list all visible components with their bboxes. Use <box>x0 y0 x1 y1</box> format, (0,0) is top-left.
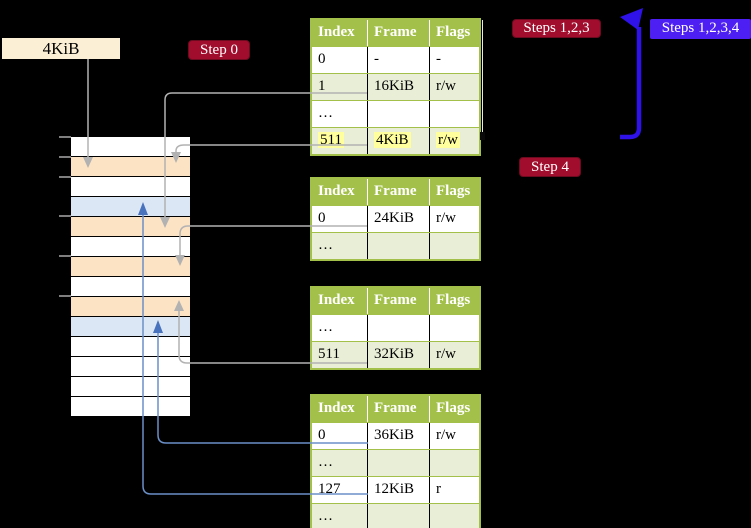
memory-row-mapped <box>71 297 190 317</box>
header-cell: Frame <box>367 20 429 46</box>
table-row: 0 -- <box>312 46 479 73</box>
table-cell <box>367 233 429 259</box>
memory-tick <box>59 136 71 138</box>
header-cell: Frame <box>367 396 429 422</box>
table-cell <box>429 315 479 341</box>
table-cell: 36KiB <box>367 423 429 449</box>
table-row: … <box>312 232 479 259</box>
table-cell: 127 <box>318 481 341 497</box>
table-cell: r <box>429 477 479 503</box>
table-cell <box>367 101 429 127</box>
steps-1234-badge: Steps 1,2,3,4 <box>650 19 751 39</box>
table-cell: - <box>429 47 479 73</box>
memory-row-plain <box>71 337 190 357</box>
header-cell: Frame <box>367 288 429 314</box>
loop-arrow <box>620 27 642 140</box>
table-cell: 4KiB <box>367 128 429 154</box>
memory-tick <box>59 215 71 217</box>
table-cell <box>429 450 479 476</box>
header-cell: Frame <box>367 179 429 205</box>
table-cell: … <box>318 319 333 335</box>
highlighted-value: 4KiB <box>374 132 411 148</box>
steps-123-badge: Steps 1,2,3 <box>512 19 601 38</box>
table-cell <box>367 504 429 528</box>
memory-row-mapped <box>71 257 190 277</box>
table-cell: 511 <box>318 346 340 362</box>
memory-row-mapped <box>71 157 190 177</box>
table-cell: … <box>318 105 333 121</box>
memory-tick <box>59 295 71 297</box>
table-cell: 16KiB <box>367 74 429 100</box>
header-cell: Index <box>318 24 355 40</box>
table-cell: 0 <box>318 51 326 67</box>
table-row: … <box>312 100 479 127</box>
highlighted-value: r/w <box>436 132 460 148</box>
frame-size-label: 4KiB <box>2 38 120 59</box>
step4-badge: Step 4 <box>519 157 581 177</box>
table-cell: … <box>318 508 333 524</box>
header-cell: Flags <box>429 396 479 422</box>
memory-row-plain <box>71 277 190 297</box>
memory-row-plain <box>71 136 190 157</box>
memory-row-target <box>71 197 190 217</box>
table-cell <box>429 233 479 259</box>
table-row: … <box>312 449 479 476</box>
table-cell: r/w <box>429 423 479 449</box>
memory-row-plain <box>71 237 190 257</box>
table-row: … <box>312 503 479 528</box>
table-cell: - <box>367 47 429 73</box>
header-cell: Index <box>318 292 355 308</box>
memory-row-plain <box>71 397 190 417</box>
memory-tick <box>59 255 71 257</box>
header-cell: Index <box>318 183 355 199</box>
header-cell: Flags <box>429 179 479 205</box>
table-cell: 0 <box>318 427 326 443</box>
memory-stack <box>71 136 190 417</box>
table-cell: 0 <box>318 210 326 226</box>
table-cell: 32KiB <box>367 342 429 368</box>
table-cell: 511 <box>312 128 367 154</box>
header-cell: Flags <box>429 20 479 46</box>
highlighted-value: 511 <box>318 132 344 148</box>
step0-badge: Step 0 <box>188 40 250 60</box>
memory-row-target <box>71 317 190 337</box>
header-cell: Flags <box>429 288 479 314</box>
table-cell: r/w <box>429 128 479 154</box>
table-row: 511 4KiB r/w <box>312 127 479 154</box>
table-cell <box>429 101 479 127</box>
table-cell: 24KiB <box>367 206 429 232</box>
table-cell: r/w <box>429 206 479 232</box>
table-cell: … <box>318 454 333 470</box>
table-cell <box>367 315 429 341</box>
table-cell <box>367 450 429 476</box>
memory-row-plain <box>71 357 190 377</box>
table-cell: 12KiB <box>367 477 429 503</box>
table-cell: 1 <box>318 78 326 94</box>
table-cell <box>429 504 479 528</box>
header-cell: Index <box>318 400 355 416</box>
table-cell: r/w <box>429 342 479 368</box>
table-cell: r/w <box>429 74 479 100</box>
memory-row-plain <box>71 177 190 197</box>
table-cell: … <box>318 237 333 253</box>
loop-arrowhead-icon <box>620 8 643 30</box>
memory-row-plain <box>71 377 190 397</box>
table-row: … <box>312 314 479 341</box>
memory-tick <box>59 176 71 178</box>
memory-row-mapped <box>71 217 190 237</box>
memory-tick <box>59 156 71 158</box>
